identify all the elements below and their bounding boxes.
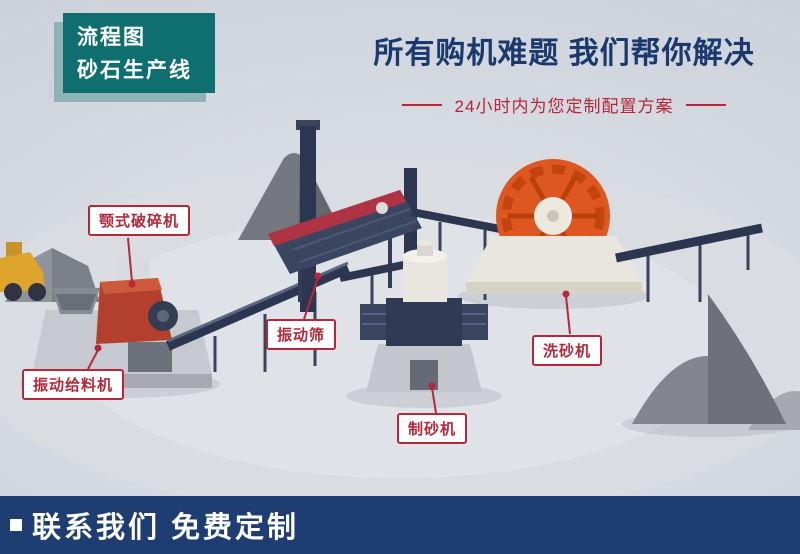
subtitle-rule-right bbox=[686, 103, 727, 106]
label-vibrating-screen: 振动筛 bbox=[266, 319, 337, 350]
vibrating-feeder-illustration bbox=[52, 288, 100, 314]
label-sand-maker: 制砂机 bbox=[397, 413, 468, 444]
conveyor-4 bbox=[615, 223, 763, 302]
subtitle-row: 24小时内为您定制配置方案 bbox=[336, 92, 792, 117]
label-sand-washer: 洗砂机 bbox=[532, 335, 603, 366]
sand-maker-illustration bbox=[360, 240, 488, 392]
sand-piles-right bbox=[632, 294, 800, 430]
footer-bar: 联系我们 免费定制 bbox=[0, 496, 800, 554]
vibrating-screen-illustration bbox=[268, 190, 422, 302]
label-jaw-crusher: 颚式破碎机 bbox=[88, 205, 191, 236]
main-title: 所有购机难题 我们帮你解决 bbox=[373, 37, 755, 70]
label-sand-maker-text: 制砂机 bbox=[408, 421, 457, 438]
footer-bullet bbox=[10, 519, 22, 531]
callout-lines bbox=[87, 237, 571, 414]
footer-text: 联系我们 免费定制 bbox=[32, 512, 300, 544]
badge-line1: 流程图 bbox=[77, 26, 146, 49]
label-jaw-crusher-text: 颚式破碎机 bbox=[99, 213, 180, 230]
badge-line2: 砂石生产线 bbox=[77, 58, 192, 82]
badge-panel: 流程图 砂石生产线 bbox=[63, 13, 215, 93]
flowchart-badge: 流程图 砂石生产线 bbox=[54, 13, 217, 103]
subtitle-text: 24小时内为您定制配置方案 bbox=[454, 97, 674, 116]
subtitle-rule-left bbox=[401, 103, 442, 106]
label-vibrating-feeder: 振动给料机 bbox=[22, 369, 125, 400]
label-vibrating-feeder-text: 振动给料机 bbox=[33, 377, 114, 394]
wheel-loader bbox=[0, 242, 46, 301]
sand-washer-illustration bbox=[466, 159, 642, 294]
jaw-crusher-illustration bbox=[96, 258, 178, 344]
label-vibrating-screen-text: 振动筛 bbox=[277, 327, 326, 344]
label-sand-washer-text: 洗砂机 bbox=[543, 343, 592, 360]
